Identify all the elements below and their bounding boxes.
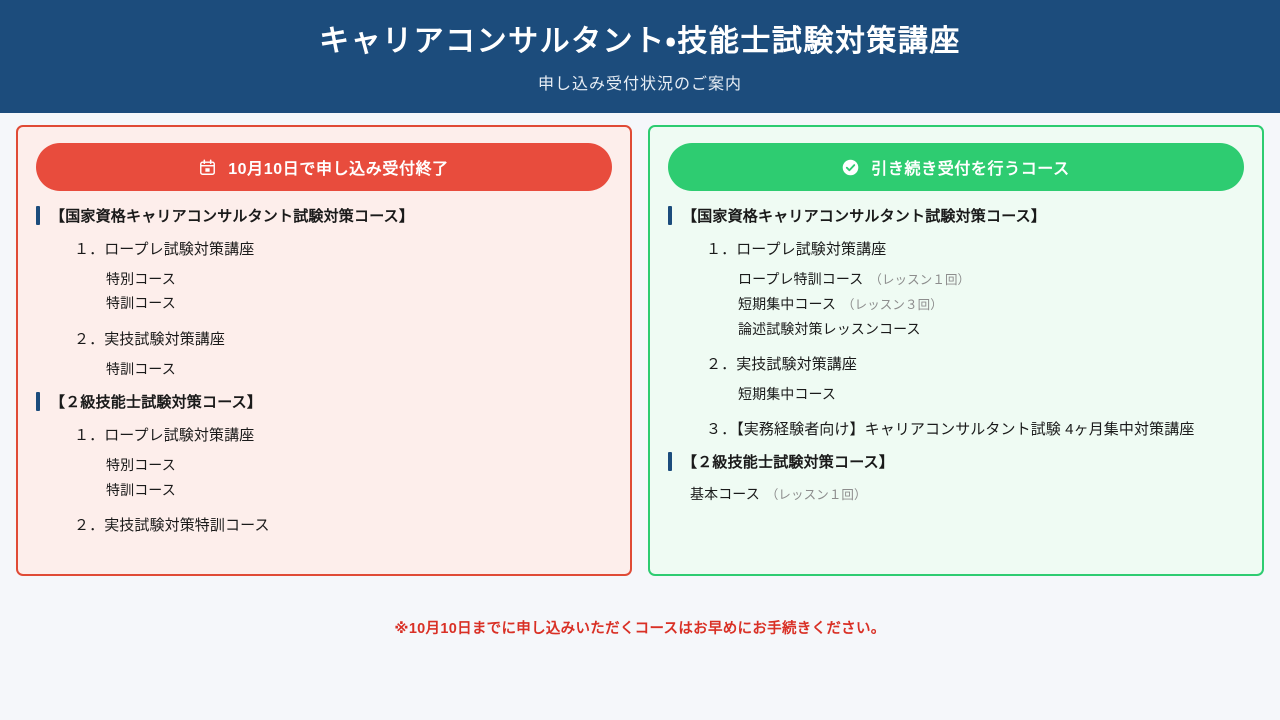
- section-title: 【国家資格キャリアコンサルタント試験対策コース】: [50, 208, 415, 225]
- sub-item-name: 特別コース: [106, 457, 176, 474]
- sub-item: ロープレ特訓コース （レッスン１回）: [668, 267, 1244, 292]
- section-title: 【国家資格キャリアコンサルタント試験対策コース】: [682, 208, 1047, 225]
- section-bar-icon: [36, 392, 40, 412]
- closed-badge: 10月10日で申し込み受付終了: [36, 143, 612, 191]
- section-heading: 【国家資格キャリアコンサルタント試験対策コース】: [668, 205, 1244, 226]
- course-item: ２．実技試験対策講座: [706, 355, 858, 373]
- course-group: 【２級技能士試験対策コース】 基本コース （レッスン１回）: [668, 451, 1244, 507]
- closed-badge-label: 10月10日で申し込み受付終了: [228, 161, 449, 178]
- sub-item: 基本コース （レッスン１回）: [668, 482, 1244, 507]
- calendar-icon: [199, 158, 216, 176]
- course-item: １．ロープレ試験対策講座: [706, 241, 887, 258]
- course-item: １．ロープレ試験対策講座: [74, 427, 255, 445]
- course-item: ３．【実務経験者向け】キャリアコンサルタント試験 4ヶ月集中対策講座: [706, 421, 1195, 439]
- sub-item-name: 特訓コース: [106, 481, 176, 498]
- section-title: 【２級技能士試験対策コース】: [50, 394, 263, 412]
- sub-item: 論述試験対策レッスンコース: [668, 317, 1244, 341]
- check-circle-icon: [842, 159, 859, 176]
- sub-list: 特訓コース: [36, 357, 612, 381]
- sub-item-name: 短期集中コース: [738, 385, 836, 402]
- open-badge-label: 引き続き受付を行うコース: [871, 161, 1070, 178]
- section-bar-icon: [668, 452, 672, 472]
- sub-list: ロープレ特訓コース （レッスン１回） 短期集中コース （レッスン３回） 論述試験対策…: [668, 267, 1244, 340]
- sub-item-name: 特訓コース: [106, 360, 176, 377]
- sub-item: 特別コース: [36, 453, 612, 477]
- page-title: キャリアコンサルタント・技能士試験対策講座: [319, 24, 961, 58]
- course-group: 【国家資格キャリアコンサルタント試験対策コース】 １．ロープレ試験対策講座 特別…: [36, 205, 612, 381]
- page-subtitle: 申し込み受付状況のご案内: [537, 76, 742, 94]
- panel-closed-courses: 10月10日で申し込み受付終了 【国家資格キャリアコンサルタント試験対策コース】…: [16, 125, 632, 576]
- footer-note: ※10月10日までに申し込みいただくコースはお早めにお手続きください。: [394, 621, 886, 637]
- sub-list: 短期集中コース: [668, 382, 1244, 406]
- sub-item-note: （レッスン３回）: [842, 297, 943, 312]
- section-heading: 【２級技能士試験対策コース】: [36, 391, 612, 412]
- sub-item-name: 論述試験対策レッスンコース: [738, 320, 921, 337]
- sub-item: 短期集中コース: [668, 382, 1244, 406]
- sub-list: 特別コース 特訓コース: [36, 453, 612, 501]
- sub-item: 特訓コース: [36, 357, 612, 381]
- section-heading: 【２級技能士試験対策コース】: [668, 451, 1244, 472]
- page-header: キャリアコンサルタント・技能士試験対策講座 申し込み受付状況のご案内: [0, 0, 1280, 113]
- sub-item-name: 特別コース: [106, 271, 176, 288]
- course-group: 【国家資格キャリアコンサルタント試験対策コース】 １．ロープレ試験対策講座 ロー…: [668, 205, 1244, 441]
- course-group: 【２級技能士試験対策コース】 １．ロープレ試験対策講座 特別コース 特訓コース …: [36, 391, 612, 537]
- course-item: １．ロープレ試験対策講座: [74, 241, 255, 258]
- course-item: ２．実技試験対策講座: [74, 330, 226, 348]
- section-bar-icon: [668, 206, 672, 225]
- sub-item-note: （レッスン１回）: [869, 273, 971, 288]
- section-bar-icon: [36, 206, 40, 225]
- sub-item: 短期集中コース （レッスン３回）: [668, 292, 1244, 317]
- panel-open-courses: 引き続き受付を行うコース 【国家資格キャリアコンサルタント試験対策コース】 １．…: [648, 125, 1264, 576]
- section-heading: 【国家資格キャリアコンサルタント試験対策コース】: [36, 205, 612, 226]
- sub-item-name: ロープレ特訓コース: [738, 271, 864, 288]
- sub-list: 特別コース 特訓コース: [36, 267, 612, 315]
- sub-item-name: 短期集中コース: [738, 295, 836, 312]
- open-badge: 引き続き受付を行うコース: [668, 143, 1244, 191]
- sub-item: 特別コース: [36, 267, 612, 291]
- section-title: 【２級技能士試験対策コース】: [682, 454, 895, 472]
- sub-item-name: 特訓コース: [106, 295, 176, 312]
- panels-container: 10月10日で申し込み受付終了 【国家資格キャリアコンサルタント試験対策コース】…: [0, 113, 1280, 576]
- sub-item-note: （レッスン１回）: [765, 488, 867, 503]
- sub-item: 特訓コース: [36, 478, 612, 502]
- sub-item-name: 基本コース: [690, 486, 760, 503]
- sub-item: 特訓コース: [36, 291, 612, 315]
- course-item: ２．実技試験対策特訓コース: [74, 516, 270, 534]
